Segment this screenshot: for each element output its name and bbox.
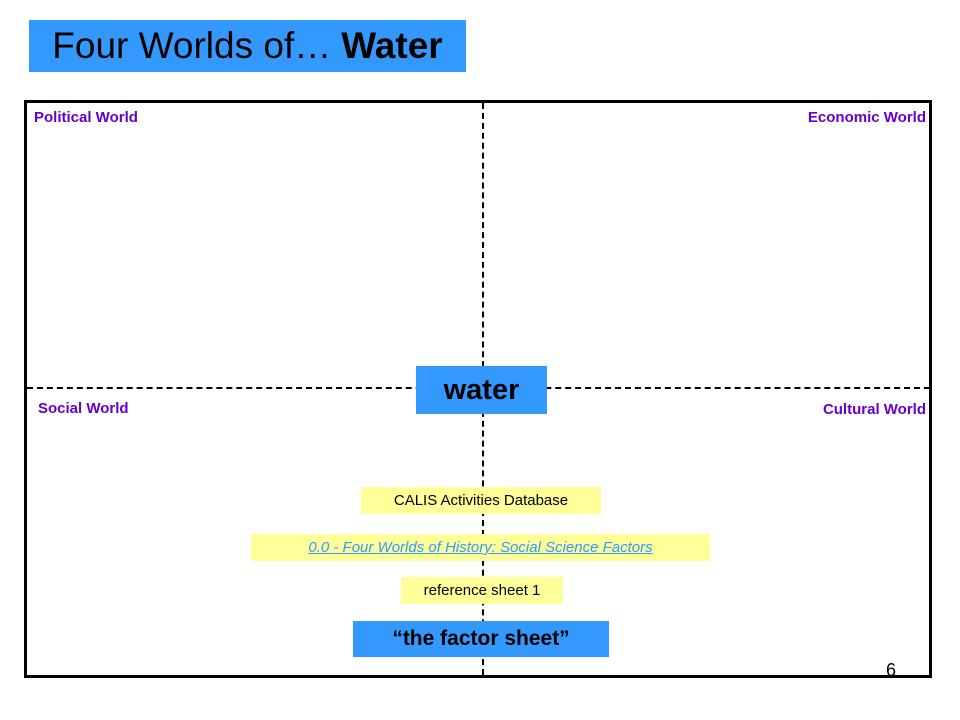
four-worlds-frame [24,100,932,678]
quadrant-label-political: Political World [34,109,138,126]
calis-database-button[interactable]: CALIS Activities Database [361,487,601,514]
slide-title: Four Worlds of… Water [29,20,466,72]
page-number: 6 [886,660,897,680]
reference-sheet-button[interactable]: reference sheet 1 [401,577,563,604]
reference-sheet-label: reference sheet 1 [423,582,541,599]
quadrant-label-economic: Economic World [807,109,926,126]
calis-database-label: CALIS Activities Database [393,492,569,509]
quadrant-label-cultural: Cultural World [822,401,926,418]
title-prefix: Four Worlds of… [52,25,332,66]
center-topic-label: water [443,373,520,406]
quadrant-label-social: Social World [38,400,129,417]
center-topic-box: water [416,366,547,414]
four-worlds-link-box: 0.0 - Four Worlds of History: Social Sci… [251,534,710,561]
factor-sheet-label: “the factor sheet” [392,627,570,650]
factor-sheet-button[interactable]: “the factor sheet” [353,621,609,657]
title-subject: Water [341,25,443,66]
four-worlds-link[interactable]: 0.0 - Four Worlds of History: Social Sci… [308,539,653,556]
